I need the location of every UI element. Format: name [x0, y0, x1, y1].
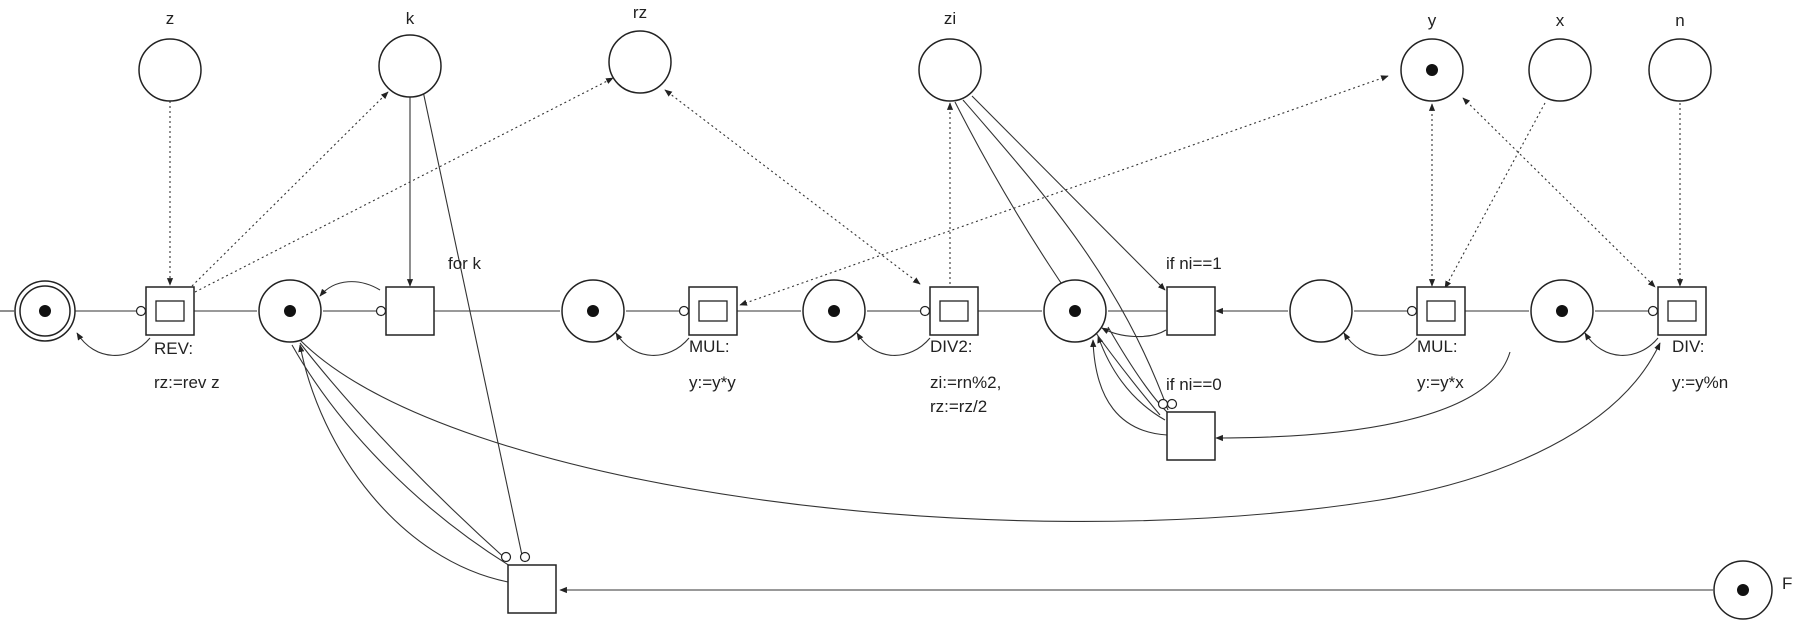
label-div-expr: y:=y%n	[1672, 373, 1728, 392]
place-label-k: k	[406, 9, 415, 28]
label-if-ni-1: if ni==1	[1166, 254, 1222, 273]
place-final: F	[1713, 560, 1792, 620]
transition-mul-1: MUL: y:=y*y	[678, 286, 738, 392]
place-p4	[802, 279, 866, 343]
annotation-for-k: for k	[448, 254, 482, 273]
place-label-n: n	[1675, 11, 1684, 30]
transition-div: DIV: y:=y%n	[1647, 286, 1728, 392]
token-y	[1426, 64, 1438, 76]
label-div: DIV:	[1672, 337, 1704, 356]
place-p6	[1289, 279, 1353, 343]
place-x: x	[1528, 11, 1592, 102]
label-mul-2: MUL:	[1417, 337, 1458, 356]
place-p7	[1530, 279, 1594, 343]
label-if-ni-0: if ni==0	[1166, 375, 1222, 394]
place-label-x: x	[1556, 11, 1565, 30]
place-p1	[14, 280, 76, 342]
label-mul-1-expr: y:=y*y	[689, 373, 736, 392]
label-div2: DIV2:	[930, 337, 973, 356]
place-label-final: F	[1782, 574, 1792, 593]
place-z: z	[138, 9, 202, 102]
place-label-rz: rz	[633, 3, 647, 22]
place-y: y	[1400, 11, 1464, 102]
label-mul-2-expr: y:=y*x	[1417, 373, 1464, 392]
transition-if-ni-1: if ni==1	[1166, 254, 1222, 336]
transition-mul-2: MUL: y:=y*x	[1406, 286, 1466, 392]
place-rz: rz	[608, 3, 672, 94]
label-rev-expr: rz:=rev z	[154, 373, 220, 392]
transition-fork	[500, 551, 557, 614]
place-n: n	[1648, 11, 1712, 102]
label-mul-1: MUL:	[689, 337, 730, 356]
arcs	[0, 75, 1713, 594]
transition-if-ni-0: if ni==0	[1157, 375, 1222, 461]
place-label-z: z	[166, 9, 175, 28]
label-div2-expr1: zi:=rn%2,	[930, 373, 1001, 392]
label-div2-expr2: rz:=rz/2	[930, 397, 987, 416]
place-label-zi: zi	[944, 9, 956, 28]
transition-rev: REV: rz:=rev z	[135, 286, 220, 392]
place-label-y: y	[1428, 11, 1437, 30]
place-k: k	[378, 9, 442, 98]
transition-div2: DIV2: zi:=rn%2, rz:=rz/2	[919, 286, 1001, 416]
transition-k	[375, 286, 435, 336]
label-rev: REV:	[154, 339, 193, 358]
place-p2	[258, 279, 322, 343]
place-p3	[561, 279, 625, 343]
place-p5	[1043, 279, 1107, 343]
place-zi: zi	[918, 9, 982, 102]
